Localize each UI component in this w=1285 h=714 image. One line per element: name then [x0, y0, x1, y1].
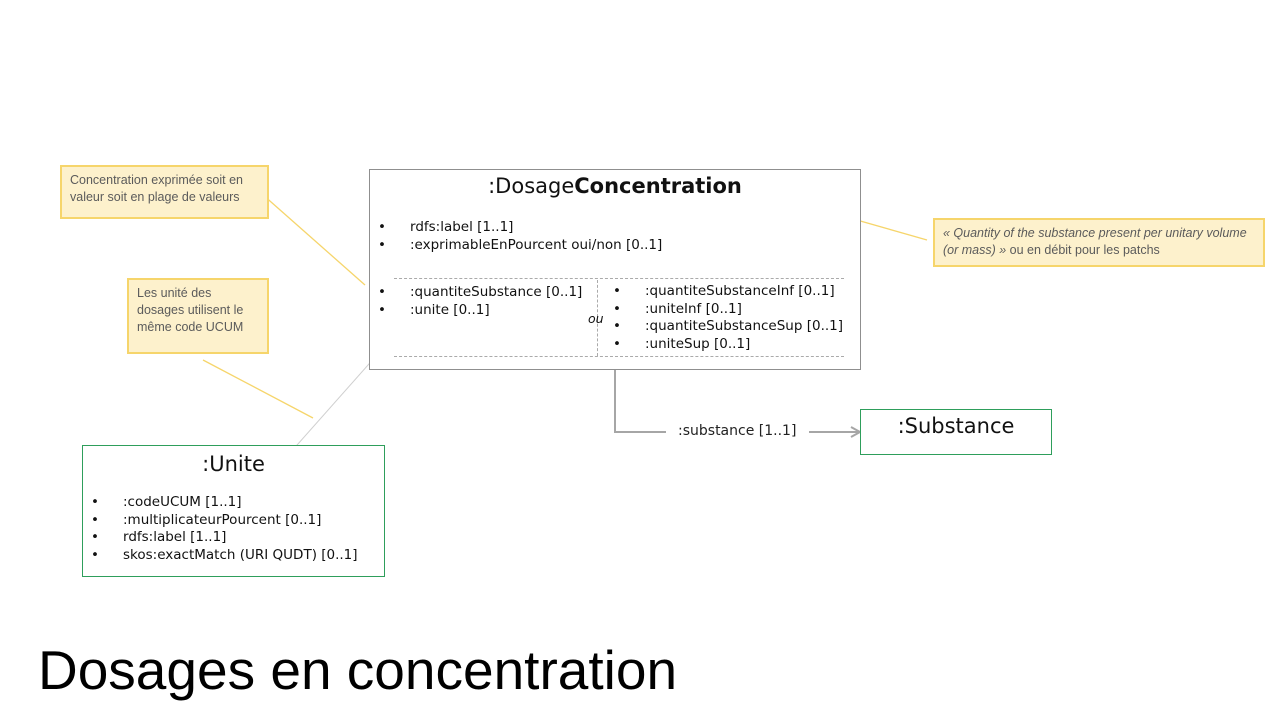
note-concentration-connector — [261, 193, 366, 286]
unite-title: :Unite — [202, 452, 265, 476]
note-quantity-suffix: ou en débit pour les patchs — [1006, 243, 1160, 257]
dosage-attributes: rdfs:label [1..1] :exprimableEnPourcent … — [370, 219, 662, 254]
attribute-item: skos:exactMatch (URI QUDT) [0..1] — [83, 547, 358, 565]
dosage-concentration-class[interactable]: :DosageConcentration rdfs:label [1..1] :… — [369, 169, 861, 370]
attribute-item: :uniteSup [0..1] — [605, 336, 843, 354]
substance-title: :Substance — [897, 414, 1015, 438]
attribute-item: :quantiteSubstanceSup [0..1] — [605, 318, 843, 336]
unite-attributes: :codeUCUM [1..1] :multiplicateurPourcent… — [83, 494, 358, 564]
title-bold: Concentration — [574, 174, 742, 198]
attribute-item: :uniteInf [0..1] — [605, 301, 843, 319]
range-value-group: :quantiteSubstanceInf [0..1] :uniteInf [… — [605, 283, 843, 353]
unite-class[interactable]: :Unite :codeUCUM [1..1] :multiplicateurP… — [82, 445, 385, 577]
attribute-item: :quantiteSubstance [0..1] — [370, 284, 582, 302]
dosage-concentration-title: :DosageConcentration — [370, 174, 860, 198]
note-quantity: « Quantity of the substance present per … — [933, 218, 1265, 267]
attribute-item: rdfs:label [1..1] — [370, 219, 662, 237]
group-top-divider — [394, 278, 844, 279]
attribute-item: :unite [0..1] — [370, 302, 582, 320]
attribute-item: :multiplicateurPourcent [0..1] — [83, 512, 358, 530]
page-title: Dosages en concentration — [38, 639, 678, 701]
group-bottom-divider — [394, 356, 844, 357]
substance-class[interactable]: :Substance — [860, 409, 1052, 455]
note-unite-ucum: Les unité des dosages utilisent le même … — [127, 278, 269, 354]
substance-relation-line — [614, 370, 666, 433]
substance-relation-label: :substance [1..1] — [678, 423, 797, 439]
attribute-item: :quantiteSubstanceInf [0..1] — [605, 283, 843, 301]
note-concentration: Concentration exprimée soit en valeur so… — [60, 165, 269, 219]
note-ucum-connector — [202, 359, 314, 419]
group-middle-divider — [597, 280, 598, 356]
or-separator-label: ou — [588, 311, 604, 326]
attribute-item: :exprimableEnPourcent oui/non [0..1] — [370, 237, 662, 255]
title-prefix: :Dosage — [488, 174, 575, 198]
attribute-item: rdfs:label [1..1] — [83, 529, 358, 547]
single-value-group: :quantiteSubstance [0..1] :unite [0..1] — [370, 284, 582, 319]
note-quantity-italic: « Quantity of the substance present per … — [943, 226, 1247, 257]
attribute-item: :codeUCUM [1..1] — [83, 494, 358, 512]
